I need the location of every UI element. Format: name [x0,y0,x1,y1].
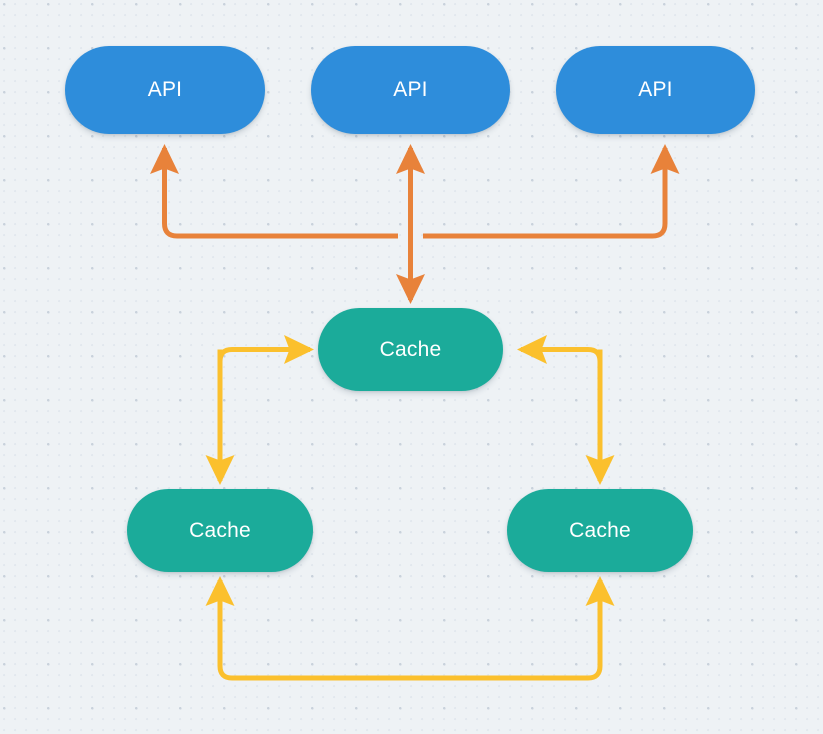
node-label: Cache [569,518,631,542]
edge-cache-right-to-cache-top [516,335,603,364]
node-cache-left[interactable]: Cache [127,489,313,572]
node-label: API [638,78,673,101]
node-cache-top[interactable]: Cache [318,308,503,391]
node-api-right[interactable]: API [556,46,755,134]
edge-cache-right-to-cache-left [205,575,410,681]
node-label: Cache [189,518,251,542]
node-cache-right[interactable]: Cache [507,489,693,572]
node-label: Cache [379,337,442,361]
node-label: API [147,78,183,101]
node-api-center[interactable]: API [311,46,510,134]
edge-cache-left-to-cache-right [410,575,615,681]
node-label: API [393,78,428,101]
edge-cache-left-to-cache-top [217,335,315,364]
node-api-left[interactable]: API [65,46,265,134]
edge-cache-top-to-api-left [150,143,398,239]
edge-cache-top-to-api-right [423,143,680,239]
